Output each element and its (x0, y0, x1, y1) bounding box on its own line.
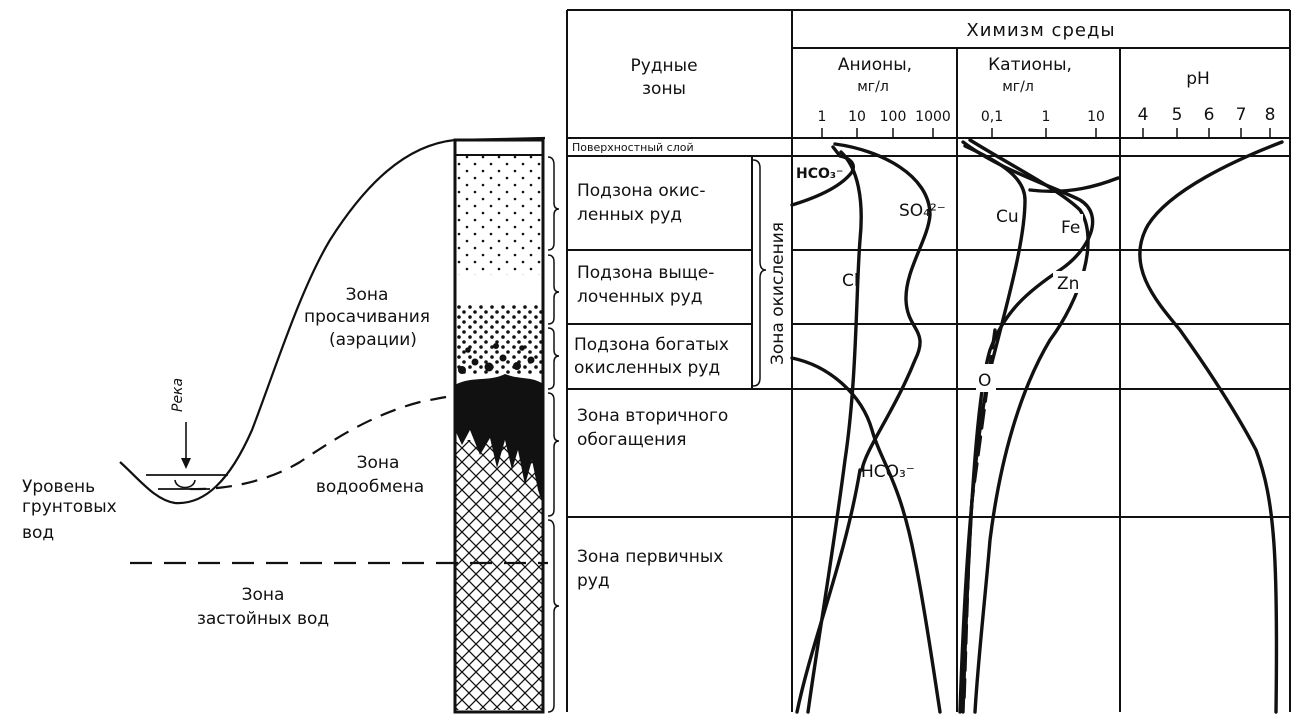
hco3-bottom-label: HCO₃⁻ (861, 462, 915, 482)
chemistry-table: Рудные зоны Химизм среды Анионы, мг/л 1 … (566, 9, 1291, 714)
row-primary-2: руд (577, 571, 610, 591)
hco3-label-bg (794, 160, 834, 184)
column-dotted-upper (455, 155, 543, 275)
zone-stagnant-label-2: застойных вод (197, 609, 329, 629)
row-rich-2: окисленных руд (574, 358, 720, 378)
anions-tick-1000: 1000 (915, 109, 951, 125)
ore-zones-header-2: зоны (642, 79, 686, 99)
anions-tick-1: 1 (818, 109, 827, 125)
river-label: Река (170, 378, 186, 412)
ph-tick-7: 7 (1236, 105, 1247, 125)
cations-header-1: Катионы, (988, 55, 1072, 75)
row-surface: Поверхностный слой (572, 141, 694, 154)
cl-curve (806, 150, 863, 714)
so4-label: SO₄²⁻ (899, 201, 946, 221)
ph-tick-6: 6 (1204, 105, 1215, 125)
row-rich-1: Подзона богатых (574, 335, 729, 355)
anions-tick-10: 10 (848, 109, 866, 125)
row-primary-1: Зона первичных (577, 547, 723, 567)
cations-header-2: мг/л (1002, 79, 1034, 95)
row-leached-2: лоченных руд (577, 287, 703, 307)
column-crosshatch (455, 440, 543, 710)
cations-tick-1: 1 (1042, 109, 1051, 125)
cu-curve (958, 144, 1027, 714)
row-secondary-1: Зона вторичного (577, 406, 728, 426)
o-label: O (978, 371, 991, 391)
zone-aeration-label-1: Зона (346, 285, 389, 305)
oxidation-zone-label: Зона окисления (768, 222, 788, 365)
ground-surface (119, 136, 546, 505)
river-cross-section (174, 479, 196, 489)
cu-label: Cu (996, 207, 1019, 227)
row-secondary-2: обогащения (577, 430, 687, 450)
row-oxidized-1: Подзона окис- (577, 181, 706, 201)
ph-header: pH (1186, 69, 1210, 89)
groundwater-level-label-1: Уровень (22, 477, 95, 497)
ph-tick-4: 4 (1138, 105, 1149, 125)
ore-zones-header-1: Рудные (630, 56, 697, 76)
row-leached-1: Подзона выще- (577, 263, 714, 283)
o-curve (962, 328, 997, 702)
o-label-bg (976, 364, 996, 392)
column-dark-ore (455, 374, 543, 505)
groundwater-level-label-3: вод (22, 523, 54, 543)
anion-lower-line (795, 468, 862, 714)
anions-tick-100: 100 (880, 109, 907, 125)
river-arrow-head (181, 458, 191, 469)
zone-stagnant-label-1: Зона (242, 585, 285, 605)
ph-curve (1138, 140, 1284, 714)
geological-section: Река Уровень грунтовых вод Зона просачив… (22, 136, 560, 714)
zone-aeration-label-2: просачивания (304, 307, 430, 327)
anions-header-2: мг/л (857, 79, 889, 95)
ph-tick-8: 8 (1265, 105, 1276, 125)
zone-aeration-label-3: (аэрации) (329, 330, 417, 350)
cations-tick-01: 0,1 (981, 109, 1003, 125)
column-dotted-middle (455, 305, 543, 375)
groundwater-level-label-2: грунтовых (22, 497, 117, 517)
hco3-bottom-curve (790, 356, 942, 714)
zn-curve (968, 138, 1090, 714)
anions-header-1: Анионы, (838, 55, 912, 75)
column-outline (453, 138, 545, 714)
ph-tick-5: 5 (1172, 105, 1183, 125)
ore-column (453, 138, 545, 714)
cations-tick-10: 10 (1087, 109, 1105, 125)
column-braces (547, 156, 560, 713)
cu-fe-branch (1028, 176, 1120, 194)
zn-label-bg (1053, 271, 1087, 293)
row-oxidized-2: ленных руд (577, 205, 682, 225)
fe-label-bg (1057, 214, 1083, 236)
zone-exchange-label-2: водообмена (316, 477, 424, 497)
so4-curve (833, 142, 932, 472)
zone-exchange-label-1: Зона (357, 453, 400, 473)
fe-label: Fe (1061, 218, 1080, 238)
cl-label: Cl (842, 271, 859, 291)
chem-header: Химизм среды (966, 20, 1115, 41)
hco3-top-label: HCO₃⁻ (796, 166, 843, 182)
groundwater-table (189, 394, 456, 491)
zn-label: Zn (1057, 274, 1079, 294)
oxidation-zone-brace (752, 159, 767, 387)
